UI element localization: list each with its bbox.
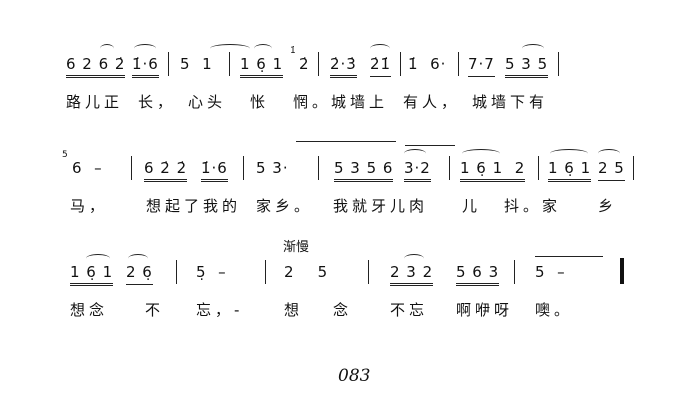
note-group: 1 6̣ 1 <box>70 263 114 286</box>
lyric: 想念 <box>70 301 109 319</box>
note-group: 5̣ – <box>196 263 227 281</box>
slur <box>254 44 272 53</box>
lyric: 乡 <box>598 197 618 215</box>
note-group: 6 2̇ 2̇ <box>144 159 188 182</box>
lyric: 想起了我的 <box>146 197 242 215</box>
lyric: 有人， <box>403 93 461 111</box>
note-group: 7·7 <box>468 55 495 77</box>
lyric: 不忘 <box>390 301 429 319</box>
lyric: 家乡。 <box>256 197 314 215</box>
barline <box>318 156 319 180</box>
slur <box>404 254 424 263</box>
barline <box>318 52 319 76</box>
note-group: 2̇ <box>299 55 310 73</box>
barline <box>176 260 177 284</box>
lyric: 城墙下有 <box>472 93 549 111</box>
lyric: 长， <box>138 93 177 111</box>
final-barline <box>620 258 624 284</box>
lyric: 马， <box>70 197 109 215</box>
barline <box>243 156 244 180</box>
note-group: 1 6̣ 1 <box>240 55 284 78</box>
barline <box>538 156 539 180</box>
barline <box>400 52 401 76</box>
lyric: 我就牙儿肉 <box>333 197 429 215</box>
slur <box>522 44 544 53</box>
lyric: 念 <box>333 301 353 319</box>
slur <box>550 149 588 158</box>
barline <box>633 156 634 180</box>
lyric: 噢。 <box>535 301 574 319</box>
barline <box>558 52 559 76</box>
note-group: 5 – <box>535 263 566 281</box>
note-group: 2 5 <box>284 263 329 281</box>
lyric: 心头 <box>188 93 227 111</box>
note-group: 6 – <box>72 159 103 177</box>
page-number: 083 <box>338 366 371 386</box>
barline <box>368 260 369 284</box>
barline <box>458 52 459 76</box>
barline <box>514 260 515 284</box>
lyric: 儿 <box>462 197 482 215</box>
slur <box>598 149 620 158</box>
slur <box>100 44 114 53</box>
grace-note: 1̇ <box>290 46 296 56</box>
slur <box>86 254 110 263</box>
slur <box>210 44 250 53</box>
grace-note: 5 <box>62 150 68 160</box>
barline <box>265 260 266 284</box>
barline <box>229 52 230 76</box>
note-group: 1̇ 6· <box>408 55 447 73</box>
note-group: 2 5 <box>598 159 625 181</box>
slur <box>134 44 156 53</box>
slur <box>128 254 148 263</box>
note-group: 2 3 2 <box>390 263 434 286</box>
note-group: 6 2 6 2̇ <box>66 55 126 78</box>
decrescendo-mark <box>535 256 603 257</box>
note-group: 1 6̣ 1 2 <box>460 159 526 182</box>
note-group: 2̇1̇ <box>370 55 392 77</box>
note-group: 2̇·3̇ <box>330 55 357 78</box>
barline <box>449 156 450 180</box>
lyric: 不 <box>145 301 165 319</box>
note-group: 5 3 5 6 <box>334 159 394 182</box>
crescendo-mark <box>296 141 396 142</box>
slur <box>462 149 500 158</box>
lyric: 怅 <box>250 93 270 111</box>
barline <box>168 52 169 76</box>
lyric: 忘，- <box>196 301 244 319</box>
slur <box>370 44 390 53</box>
lyric: 想 <box>284 301 304 319</box>
lyric: 啊咿呀 <box>456 301 514 319</box>
tempo-marking: 渐慢 <box>283 240 310 255</box>
lyric: 抖。家 <box>504 197 562 215</box>
note-group: 2 6̣ <box>126 263 153 285</box>
lyric: 路儿正 <box>66 93 124 111</box>
barline <box>131 156 132 180</box>
note-group: 3·2 <box>404 159 431 182</box>
note-group: 1 6̣ 1 <box>548 159 592 182</box>
note-group: 5 3 5 <box>505 55 549 78</box>
note-group: 5 1 <box>180 55 213 73</box>
slur <box>404 149 426 158</box>
decrescendo-mark <box>405 145 455 146</box>
note-group: 5 6 3 <box>456 263 500 286</box>
note-group: 1̇·6 <box>132 55 159 78</box>
note-group: 5 3· <box>256 159 289 177</box>
note-group: 1̇·6 <box>201 159 228 182</box>
lyric: 惘。城墙上 <box>293 93 389 111</box>
